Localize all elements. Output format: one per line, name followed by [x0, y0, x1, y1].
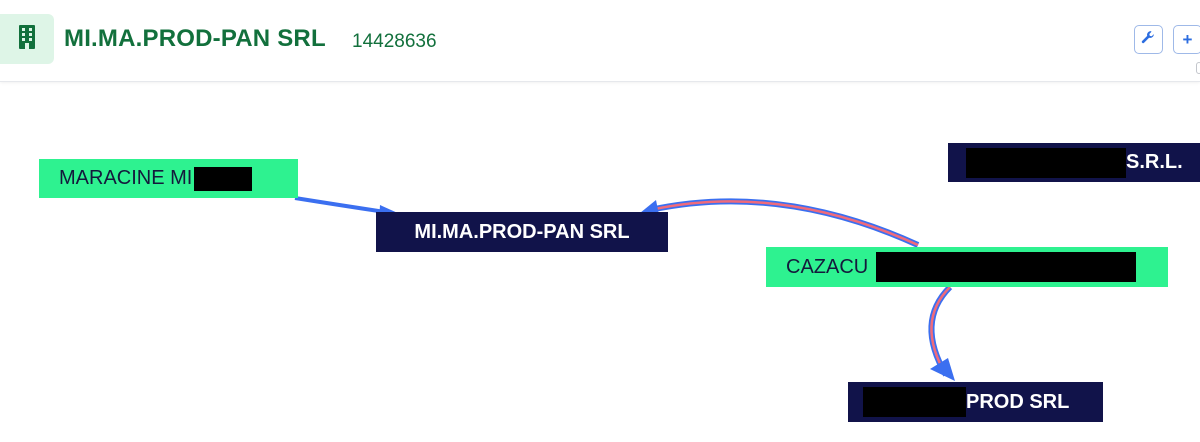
relationship-graph: MARACINE MI MI.MA.PROD-PAN SRL CAZACU S.… [0, 82, 1200, 442]
entity-header: MI.MA.PROD-PAN SRL 14428636 + [0, 0, 1200, 82]
node-label: CAZACU [786, 255, 869, 278]
building-icon [18, 24, 36, 54]
node-label: PROD SRL [966, 390, 1070, 413]
entity-type-badge [0, 14, 54, 64]
redaction-bar [194, 166, 253, 191]
redaction-bar [876, 252, 1137, 282]
company-code: 14428636 [352, 31, 437, 52]
node-srl-top[interactable]: S.R.L. [948, 143, 1200, 182]
add-button[interactable]: + [1173, 25, 1200, 54]
edge-cazacu-to-mimaprod[interactable] [640, 198, 920, 248]
plus-icon: + [1182, 29, 1193, 49]
edge-cazacu-to-prodsrl[interactable] [928, 284, 955, 381]
node-label: MI.MA.PROD-PAN SRL [414, 220, 630, 243]
page-title: MI.MA.PROD-PAN SRL [64, 25, 326, 52]
wrench-icon [1141, 30, 1156, 50]
node-cazacu[interactable]: CAZACU [766, 247, 1168, 287]
node-mimaprod[interactable]: MI.MA.PROD-PAN SRL [376, 212, 668, 252]
node-maracine[interactable]: MARACINE MI [39, 159, 298, 198]
settings-button[interactable] [1134, 25, 1163, 54]
node-label: S.R.L. [1126, 151, 1183, 173]
node-label: MARACINE MI [59, 167, 193, 189]
graph-edges [294, 196, 955, 381]
redaction-bar [966, 147, 1126, 178]
redaction-bar [863, 387, 966, 417]
node-prod-srl[interactable]: PROD SRL [848, 382, 1103, 422]
panel-edge-handle[interactable] [1196, 62, 1200, 74]
